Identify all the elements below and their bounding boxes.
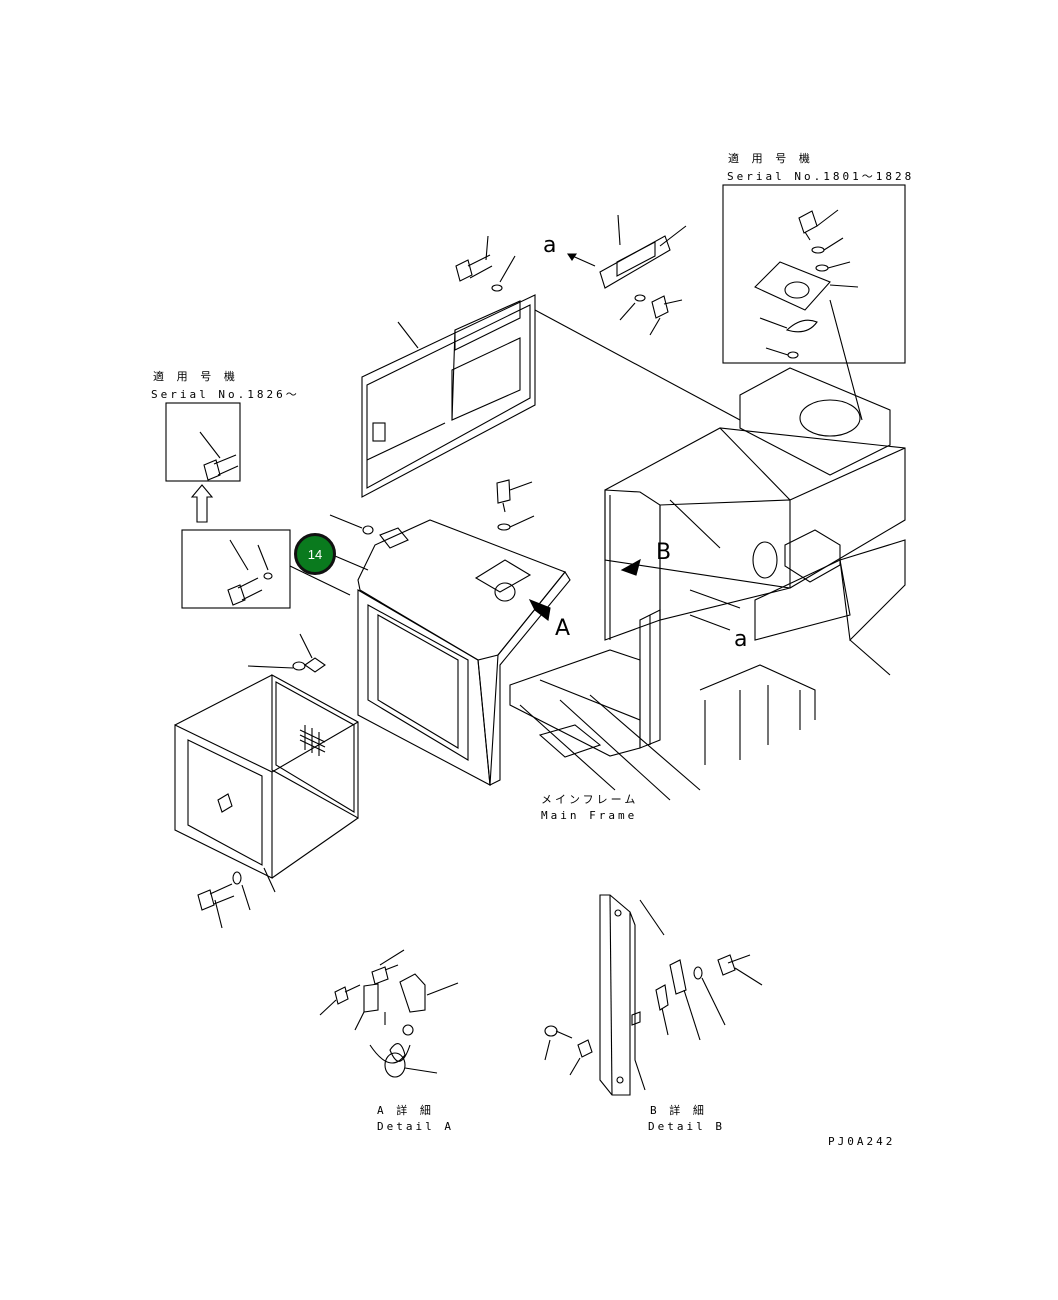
inset-bolt-parts [199, 431, 369, 606]
serial-left-title: 適 用 号 機 [153, 370, 238, 383]
bolt-inset-frame [181, 529, 291, 609]
latch-bracket [566, 214, 687, 336]
serial-right-title: 適 用 号 機 [728, 152, 813, 165]
drawing-code: PJ0A242 [828, 1135, 896, 1148]
detail-b-jp: B 詳 細 [650, 1104, 707, 1117]
serial-inset-right-frame [722, 184, 906, 364]
leader-line [534, 309, 741, 421]
wing-nut [247, 633, 326, 673]
frame-bolt [197, 867, 276, 929]
detail-a-en: Detail A [377, 1120, 454, 1133]
door-bolts [455, 235, 516, 292]
view-label-A: A [555, 616, 571, 641]
detail-a-drawing [319, 949, 459, 1078]
up-arrow-icon [190, 484, 214, 523]
view-label-B: B [656, 540, 672, 565]
leader-line [829, 299, 863, 421]
detail-b-en: Detail B [648, 1120, 725, 1133]
callout-badge[interactable]: 14 [294, 533, 336, 575]
detail-a-jp: A 詳 細 [377, 1104, 434, 1117]
inset-right-parts [754, 209, 859, 359]
machine-body [509, 367, 906, 801]
main-frame-en: Main Frame [541, 809, 638, 822]
view-label-a-bottom: a [734, 627, 748, 652]
front-frame-plate [174, 674, 359, 879]
serial-left-number: Serial No.1826〜 [151, 388, 300, 401]
radiator-guard-housing [329, 514, 571, 786]
main-frame-jp: メインフレーム [541, 793, 639, 806]
side-door-panel [361, 294, 536, 498]
housing-bolt [496, 479, 535, 531]
detail-b-drawing [544, 894, 763, 1096]
view-label-a-top: a [543, 233, 557, 258]
serial-right-number: Serial No.1801〜1828 [727, 170, 915, 183]
serial-inset-left-frame [165, 402, 241, 482]
